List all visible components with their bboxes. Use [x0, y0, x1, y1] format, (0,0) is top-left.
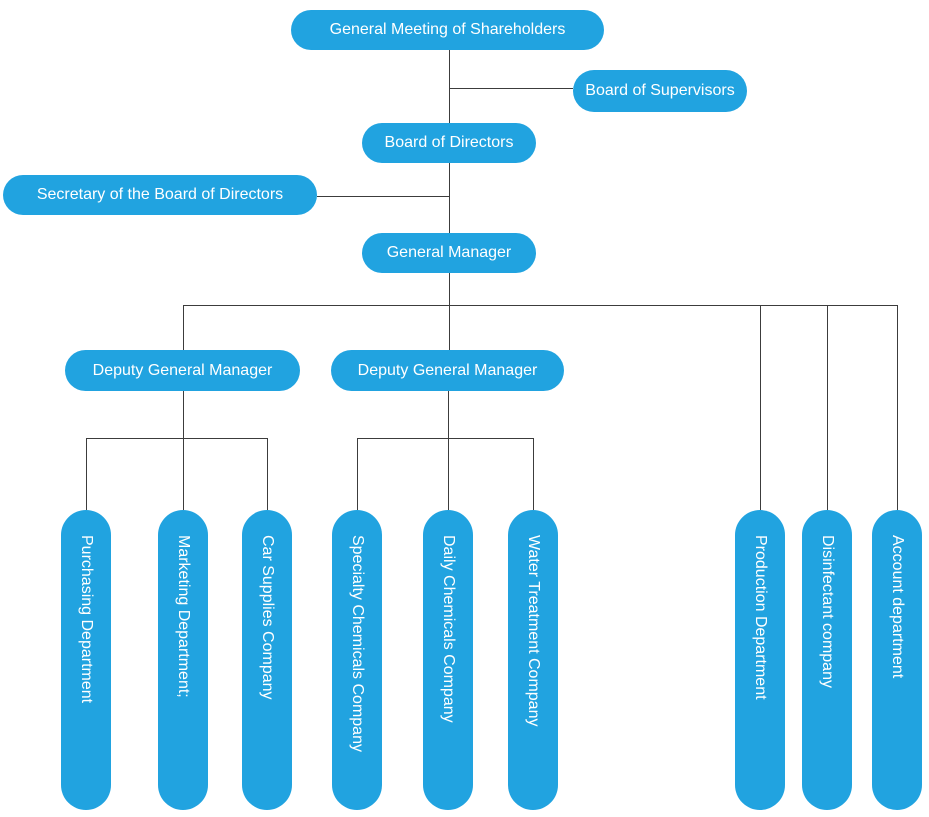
org-node-general-meeting-of-shareholders: General Meeting of Shareholders: [291, 10, 604, 50]
connector-line: [183, 391, 184, 438]
org-node-purchasing-department: Purchasing Department: [61, 510, 111, 810]
connector-line: [448, 391, 449, 438]
connector-line: [183, 438, 184, 510]
org-node-account-department: Account department: [872, 510, 922, 810]
connector-line: [533, 438, 534, 510]
connector-line: [183, 305, 184, 350]
connector-line: [827, 305, 828, 510]
org-node-marketing-department: Marketing Department;: [158, 510, 208, 810]
connector-line: [449, 273, 450, 350]
org-node-car-supplies-company: Car Supplies Company: [242, 510, 292, 810]
connector-line: [449, 163, 450, 233]
org-node-secretary-of-the-board: Secretary of the Board of Directors: [3, 175, 317, 215]
connector-line: [897, 305, 898, 510]
org-node-board-of-supervisors: Board of Supervisors: [573, 70, 747, 112]
connector-line: [357, 438, 358, 510]
org-node-daily-chemicals-company: Daily Chemicals Company: [423, 510, 473, 810]
org-node-general-manager: General Manager: [362, 233, 536, 273]
connector-line: [449, 88, 573, 89]
org-node-deputy-general-manager-2: Deputy General Manager: [331, 350, 564, 391]
org-node-deputy-general-manager-1: Deputy General Manager: [65, 350, 300, 391]
connector-line: [86, 438, 267, 439]
org-node-board-of-directors: Board of Directors: [362, 123, 536, 163]
connector-line: [448, 438, 449, 510]
connector-line: [267, 438, 268, 510]
org-node-disinfectant-company: Disinfectant company: [802, 510, 852, 810]
org-node-water-treatment-company: Water Treatment Company: [508, 510, 558, 810]
connector-line: [449, 50, 450, 123]
connector-line: [357, 438, 533, 439]
org-node-specialty-chemicals-company: Specialty Chemicals Company: [332, 510, 382, 810]
org-node-production-department: Production Department: [735, 510, 785, 810]
connector-line: [183, 305, 897, 306]
connector-line: [317, 196, 449, 197]
connector-line: [86, 438, 87, 510]
connector-line: [760, 305, 761, 510]
